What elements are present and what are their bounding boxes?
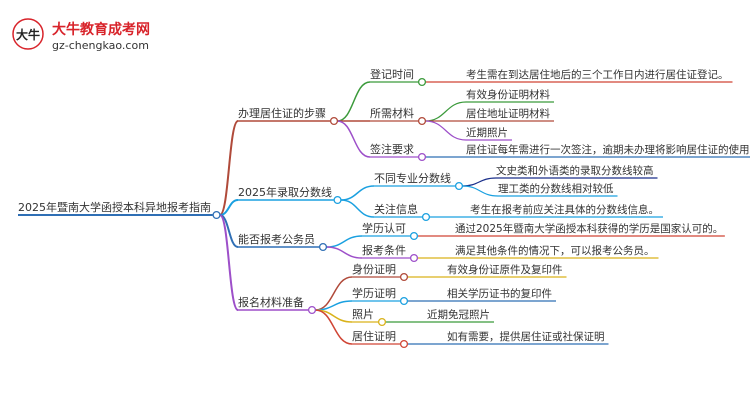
mindmap-nodes: 2025年暨南大学函授本科异地报考指南 办理居住证的步骤 登记时间 考生需在到达居住地… <box>18 67 750 349</box>
leaf-0-0-0: 考生需在到达居住地后的三个工作日内进行居住证登记。 <box>466 68 729 81</box>
site-logo[interactable]: 大牛 大牛教育成考网 gz-chengkao.com <box>12 18 150 52</box>
leaf-3-1-0: 相关学历证书的复印件 <box>447 287 552 300</box>
branch-2-to-sub-0 <box>326 235 363 248</box>
subtopic-0-1: 所需材料 <box>370 106 414 120</box>
leaf-0-1-0: 有效身份证明材料 <box>466 88 550 101</box>
branch-topic-1: 2025年录取分数线 <box>238 185 332 199</box>
leaf-1-1-0: 考生在报考前应关注具体的分数线信息。 <box>470 203 659 216</box>
sub-1-0-to-leaf-1 <box>462 185 499 197</box>
sub-0-1-to-leaf-2 <box>425 120 467 141</box>
subtopic-2-0-node-icon[interactable] <box>409 231 419 241</box>
subtopic-2-1-node-icon[interactable] <box>409 253 419 263</box>
root-to-branch-0 <box>218 120 239 216</box>
logo-mark-icon <box>12 18 44 50</box>
subtopic-0-2-node-icon[interactable] <box>417 152 427 162</box>
subtopic-3-0-node-icon[interactable] <box>399 272 409 282</box>
logo-title: 大牛教育成考网 <box>52 21 150 38</box>
logo-mark-text: 大牛 <box>16 27 40 42</box>
branch-topic-3-node-icon[interactable] <box>307 305 317 315</box>
branch-topic-3: 报名材料准备 <box>238 295 304 309</box>
subtopic-3-2-node-icon[interactable] <box>377 317 387 327</box>
subtopic-0-1-node-icon[interactable] <box>417 116 427 126</box>
root-topic: 2025年暨南大学函授本科异地报考指南 <box>18 200 211 214</box>
subtopic-1-1: 关注信息 <box>374 202 418 216</box>
branch-3-to-sub-3 <box>315 309 353 345</box>
subtopic-3-1: 学历证明 <box>352 286 396 300</box>
root-to-branch-3 <box>218 214 239 311</box>
branch-0-to-sub-2 <box>337 120 371 158</box>
subtopic-0-2: 签注要求 <box>370 142 414 156</box>
leaf-3-2-0: 近期免冠照片 <box>427 308 490 321</box>
subtopic-1-1-node-icon[interactable] <box>421 212 431 222</box>
leaf-0-1-2: 近期照片 <box>466 126 508 139</box>
branch-topic-1-node-icon[interactable] <box>333 195 342 205</box>
leaf-2-1-0: 满足其他条件的情况下，可以报考公务员。 <box>455 244 655 257</box>
branch-topic-0-node-icon[interactable] <box>329 116 339 126</box>
leaf-2-0-0: 通过2025年暨南大学函授本科获得的学历是国家认可的。 <box>455 222 723 235</box>
root-topic-node-icon[interactable] <box>212 210 221 220</box>
logo-url: gz-chengkao.com <box>52 39 149 52</box>
leaf-0-1-1: 居住地址证明材料 <box>466 107 550 120</box>
branch-2-to-sub-1 <box>326 246 363 259</box>
subtopic-3-0: 身份证明 <box>352 262 396 276</box>
subtopic-3-2: 照片 <box>352 308 374 321</box>
subtopic-1-0: 不同专业分数线 <box>374 171 451 185</box>
leaf-1-0-1: 理工类的分数线相对较低 <box>498 182 614 195</box>
leaf-1-0-0: 文史类和外语类的录取分数线较高 <box>496 164 654 177</box>
sub-1-0-to-leaf-0 <box>462 177 497 187</box>
leaf-3-0-0: 有效身份证原件及复印件 <box>447 263 563 276</box>
branch-topic-0: 办理居住证的步骤 <box>238 106 326 120</box>
sub-0-1-to-leaf-0 <box>425 101 467 122</box>
subtopic-1-0-node-icon[interactable] <box>454 181 464 191</box>
leaf-3-3-0: 如有需要，提供居住证或社保证明 <box>447 330 605 343</box>
leaf-0-2-0: 居住证每年需进行一次签注，逾期未办理将影响居住证的使用。 <box>466 143 750 156</box>
subtopic-0-0: 登记时间 <box>370 67 414 81</box>
branch-topic-2: 能否报考公务员 <box>238 232 315 246</box>
subtopic-2-0: 学历认可 <box>362 221 406 235</box>
branch-0-to-sub-0 <box>337 81 371 122</box>
connector-lines <box>18 81 750 345</box>
branch-1-to-sub-0 <box>340 185 375 201</box>
subtopic-2-1: 报考条件 <box>362 243 406 257</box>
subtopic-0-0-node-icon[interactable] <box>417 77 427 87</box>
branch-topic-2-node-icon[interactable] <box>318 242 328 252</box>
subtopic-3-3: 居住证明 <box>352 329 396 343</box>
subtopic-3-1-node-icon[interactable] <box>399 296 409 306</box>
branch-1-to-sub-1 <box>340 199 375 218</box>
subtopic-3-3-node-icon[interactable] <box>399 339 409 349</box>
